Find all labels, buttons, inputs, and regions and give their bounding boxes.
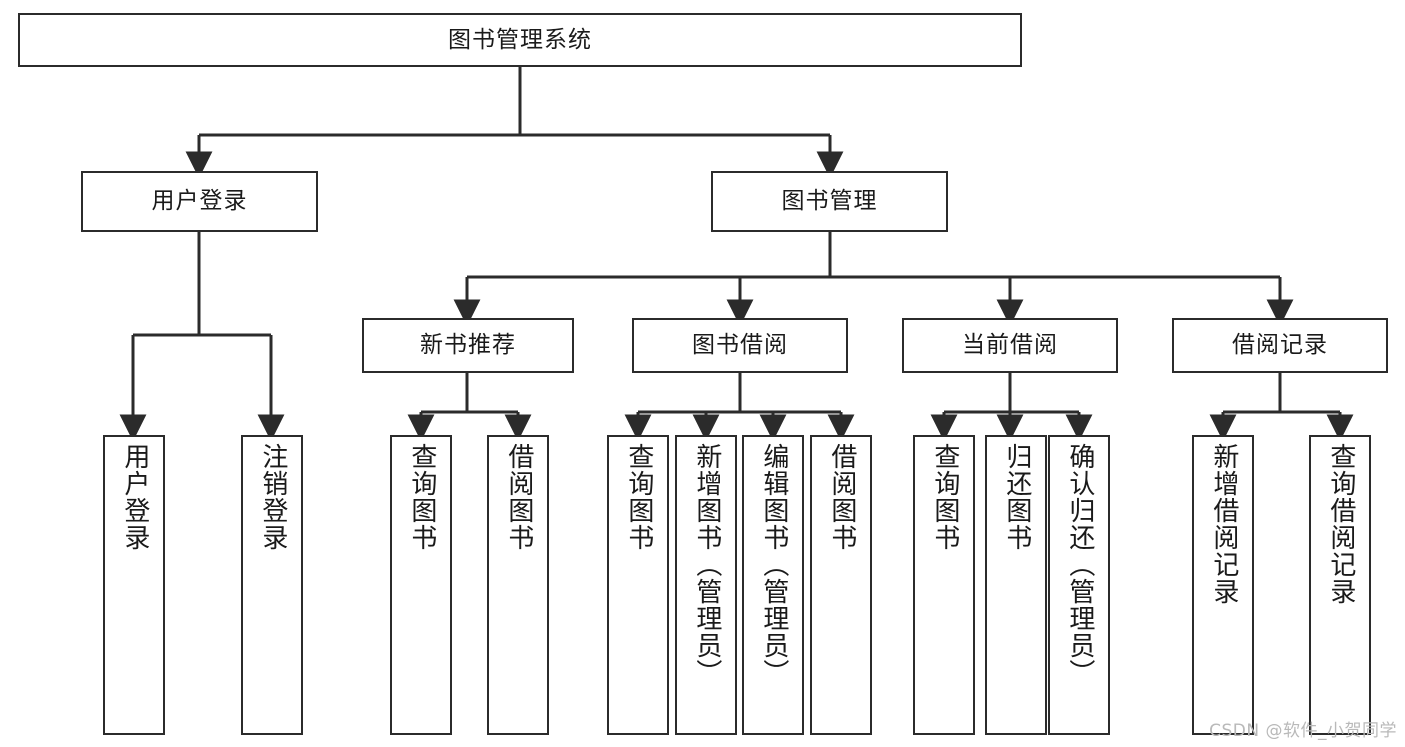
- node-label: 图书管理系统: [448, 26, 592, 53]
- node-label: 用户登录: [119, 443, 150, 551]
- leaf-return-book[interactable]: 归还图书: [985, 435, 1047, 735]
- node-label: 查询图书: [929, 443, 960, 551]
- node-label: 借阅图书: [826, 443, 857, 551]
- node-root-book-management-system[interactable]: 图书管理系统: [18, 13, 1022, 67]
- leaf-logout[interactable]: 注销登录: [241, 435, 303, 735]
- leaf-confirm-return-admin[interactable]: 确认归还（管理员）: [1048, 435, 1110, 735]
- leaf-query-book-recommend[interactable]: 查询图书: [390, 435, 452, 735]
- node-label: 注销登录: [257, 443, 288, 551]
- node-label: 查询图书: [406, 443, 437, 551]
- node-label: 新增图书（管理员）: [691, 443, 722, 686]
- node-label: 新书推荐: [420, 332, 516, 359]
- node-label: 查询图书: [623, 443, 654, 551]
- leaf-query-book-current[interactable]: 查询图书: [913, 435, 975, 735]
- leaf-user-login[interactable]: 用户登录: [103, 435, 165, 735]
- node-label: 图书管理: [781, 188, 878, 215]
- leaf-add-book-admin[interactable]: 新增图书（管理员）: [675, 435, 737, 735]
- node-label: 当前借阅: [962, 332, 1058, 359]
- node-label: 借阅图书: [503, 443, 534, 551]
- node-label: 编辑图书（管理员）: [758, 443, 789, 686]
- node-label: 用户登录: [151, 188, 248, 215]
- node-label: 归还图书: [1001, 443, 1032, 551]
- node-book-management[interactable]: 图书管理: [711, 171, 948, 232]
- leaf-query-book-borrow[interactable]: 查询图书: [607, 435, 669, 735]
- node-borrow-record[interactable]: 借阅记录: [1172, 318, 1388, 373]
- node-book-borrow[interactable]: 图书借阅: [632, 318, 848, 373]
- node-label: 借阅记录: [1232, 332, 1328, 359]
- leaf-borrow-book-recommend[interactable]: 借阅图书: [487, 435, 549, 735]
- node-label: 图书借阅: [692, 332, 788, 359]
- csdn-watermark: CSDN @软件_小贺同学: [1209, 721, 1397, 741]
- leaf-query-borrow-record[interactable]: 查询借阅记录: [1309, 435, 1371, 735]
- node-label: 确认归还（管理员）: [1064, 443, 1095, 686]
- leaf-edit-book-admin[interactable]: 编辑图书（管理员）: [742, 435, 804, 735]
- node-new-book-recommend[interactable]: 新书推荐: [362, 318, 574, 373]
- node-user-login[interactable]: 用户登录: [81, 171, 318, 232]
- node-current-borrow[interactable]: 当前借阅: [902, 318, 1118, 373]
- leaf-borrow-book[interactable]: 借阅图书: [810, 435, 872, 735]
- node-label: 新增借阅记录: [1208, 443, 1239, 605]
- node-label: 查询借阅记录: [1325, 443, 1356, 605]
- leaf-add-borrow-record[interactable]: 新增借阅记录: [1192, 435, 1254, 735]
